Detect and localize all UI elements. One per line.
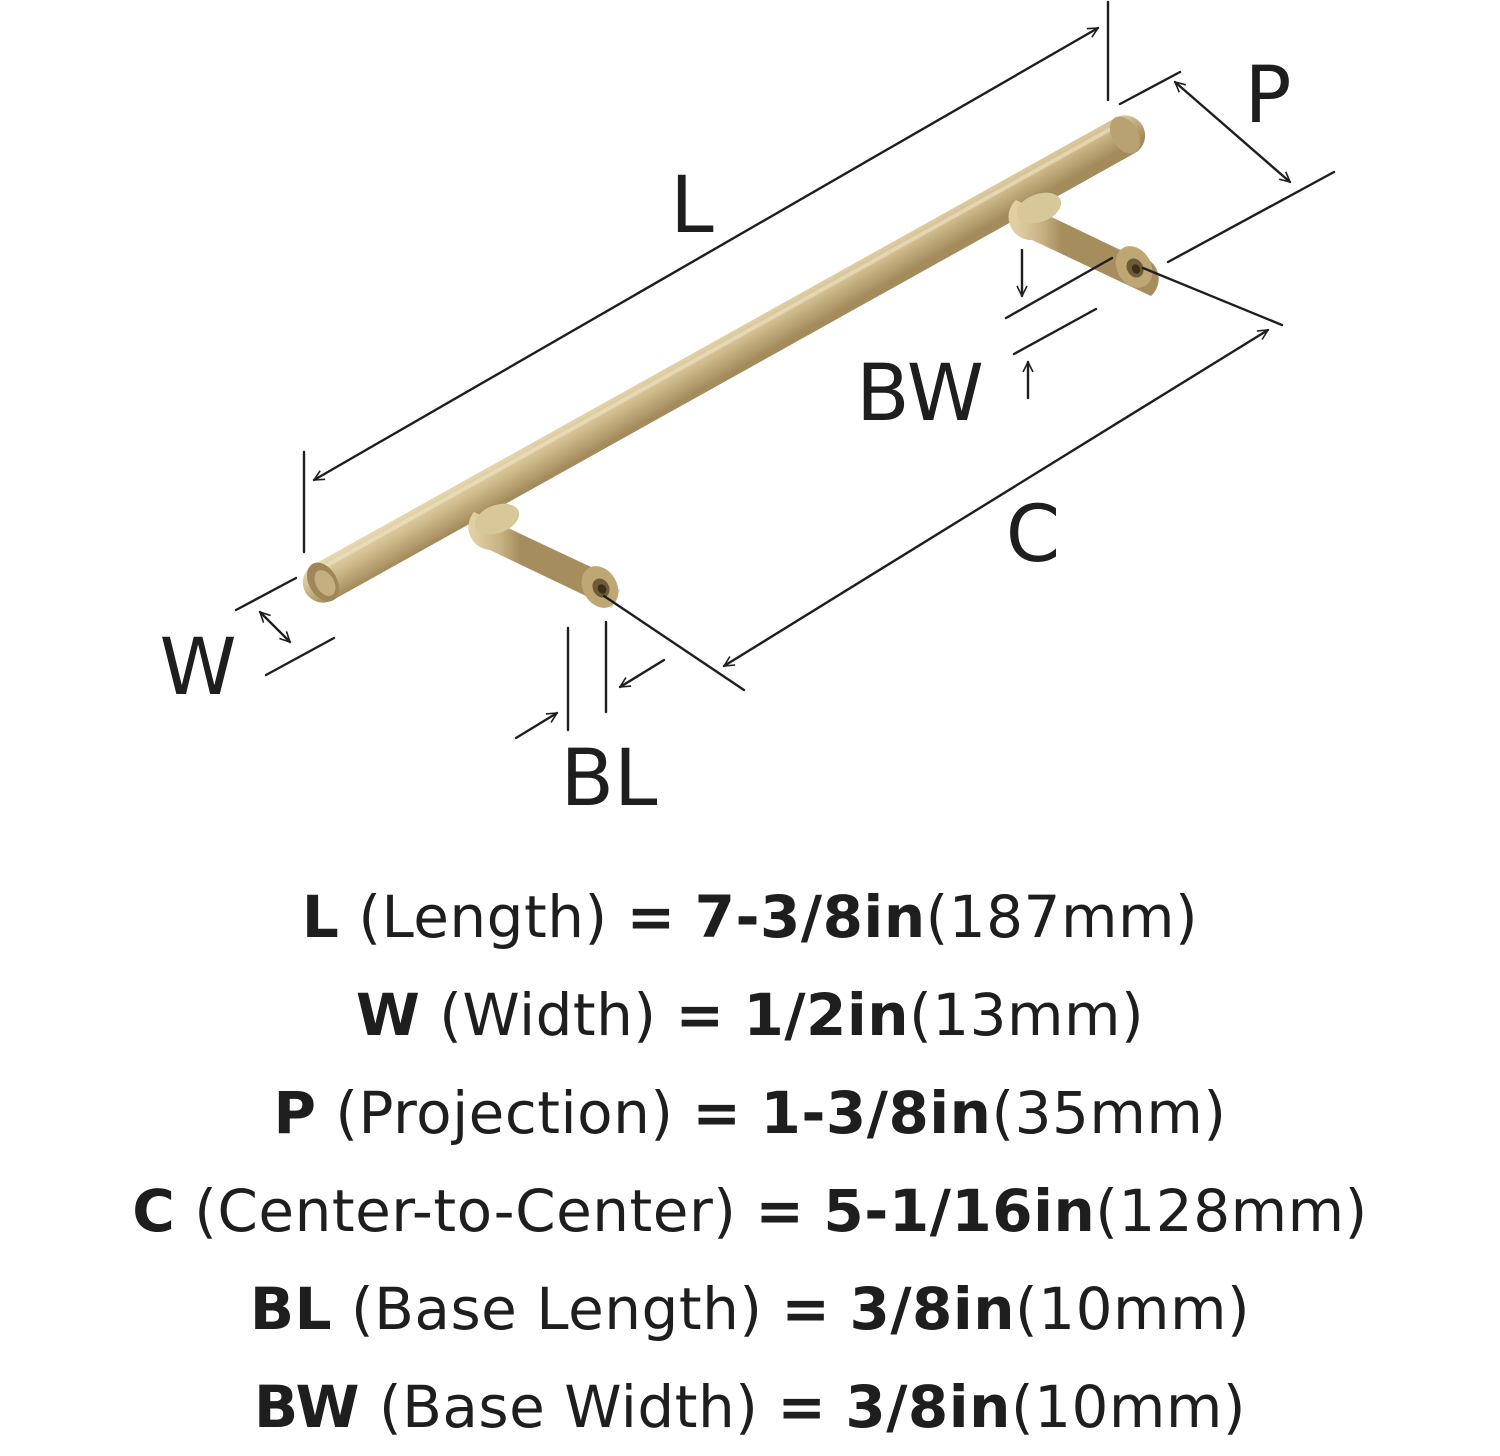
bw-extension-top	[1004, 256, 1114, 320]
label-p: P	[1244, 51, 1291, 141]
bw-extension-bottom	[1012, 307, 1098, 356]
spec-symbol: P	[273, 1079, 317, 1147]
w-extension-top	[234, 576, 298, 612]
p-dimension-arrow	[1175, 80, 1290, 184]
w-dimension-arrow	[260, 612, 290, 642]
spec-row-length: L (Length) = 7-3/8in(187mm)	[0, 868, 1500, 966]
label-l: L	[670, 161, 714, 251]
spec-metric: (10mm)	[1010, 1373, 1246, 1441]
spec-equals: =	[755, 1177, 805, 1245]
spec-row-center-to-center: C (Center-to-Center) = 5-1/16in(128mm)	[0, 1162, 1500, 1260]
spec-row-width: W (Width) = 1/2in(13mm)	[0, 966, 1500, 1064]
label-bl: BL	[561, 734, 659, 824]
label-w: W	[159, 623, 236, 713]
spec-name: (Base Width)	[378, 1373, 759, 1441]
spec-value: 3/8in	[849, 1275, 1016, 1343]
handle-bar-highlight	[321, 124, 1117, 570]
p-extension-bottom	[1166, 170, 1336, 264]
spec-value: 5-1/16in	[823, 1177, 1096, 1245]
spec-equals: =	[692, 1079, 742, 1147]
cabinet-pull-dimension-diagram: L P BW C W BL	[159, 0, 1336, 824]
spec-metric: (35mm)	[991, 1079, 1227, 1147]
dimension-spec-list: L (Length) = 7-3/8in(187mm) W (Width) = …	[0, 868, 1500, 1456]
spec-metric: (10mm)	[1015, 1275, 1251, 1343]
handle-right-cap	[1109, 116, 1141, 154]
spec-value: 1-3/8in	[760, 1079, 992, 1147]
c-extension-left	[602, 594, 746, 692]
spec-name: (Length)	[358, 883, 608, 951]
handle-left-end-inner	[314, 570, 336, 596]
spec-metric: (187mm)	[925, 883, 1199, 951]
label-c: C	[1006, 490, 1060, 580]
spec-name: (Base Length)	[351, 1275, 763, 1343]
spec-equals: =	[675, 981, 725, 1049]
c-extension-right	[1141, 266, 1284, 327]
w-extension-bottom	[264, 636, 336, 677]
spec-equals: =	[781, 1275, 831, 1343]
label-bw: BW	[856, 349, 984, 439]
spec-symbol: L	[301, 883, 340, 951]
dimension-lines	[234, 0, 1336, 740]
spec-equals: =	[626, 883, 676, 951]
spec-value: 3/8in	[845, 1373, 1011, 1441]
l-dimension-arrow	[314, 26, 1098, 482]
bl-arrow-left	[514, 711, 557, 740]
p-extension-top	[1118, 70, 1182, 106]
c-dimension-arrow	[724, 328, 1268, 668]
spec-row-base-width: BW (Base Width) = 3/8in(10mm)	[0, 1358, 1500, 1456]
spec-row-base-length: BL (Base Length) = 3/8in(10mm)	[0, 1260, 1500, 1358]
left-base-post	[468, 503, 620, 608]
spec-symbol: BW	[253, 1373, 360, 1441]
right-base-post	[1008, 192, 1159, 296]
spec-symbol: W	[355, 981, 421, 1049]
spec-metric: (13mm)	[909, 981, 1145, 1049]
spec-name: (Projection)	[335, 1079, 674, 1147]
spec-row-projection: P (Projection) = 1-3/8in(35mm)	[0, 1064, 1500, 1162]
spec-metric: (128mm)	[1095, 1177, 1368, 1245]
spec-equals: =	[777, 1373, 827, 1441]
spec-name: (Width)	[439, 981, 657, 1049]
spec-symbol: C	[132, 1177, 176, 1245]
spec-name: (Center-to-Center)	[194, 1177, 737, 1245]
bl-arrow-right	[620, 658, 666, 689]
spec-value: 7-3/8in	[694, 883, 926, 951]
spec-value: 1/2in	[743, 981, 910, 1049]
spec-symbol: BL	[249, 1275, 333, 1343]
